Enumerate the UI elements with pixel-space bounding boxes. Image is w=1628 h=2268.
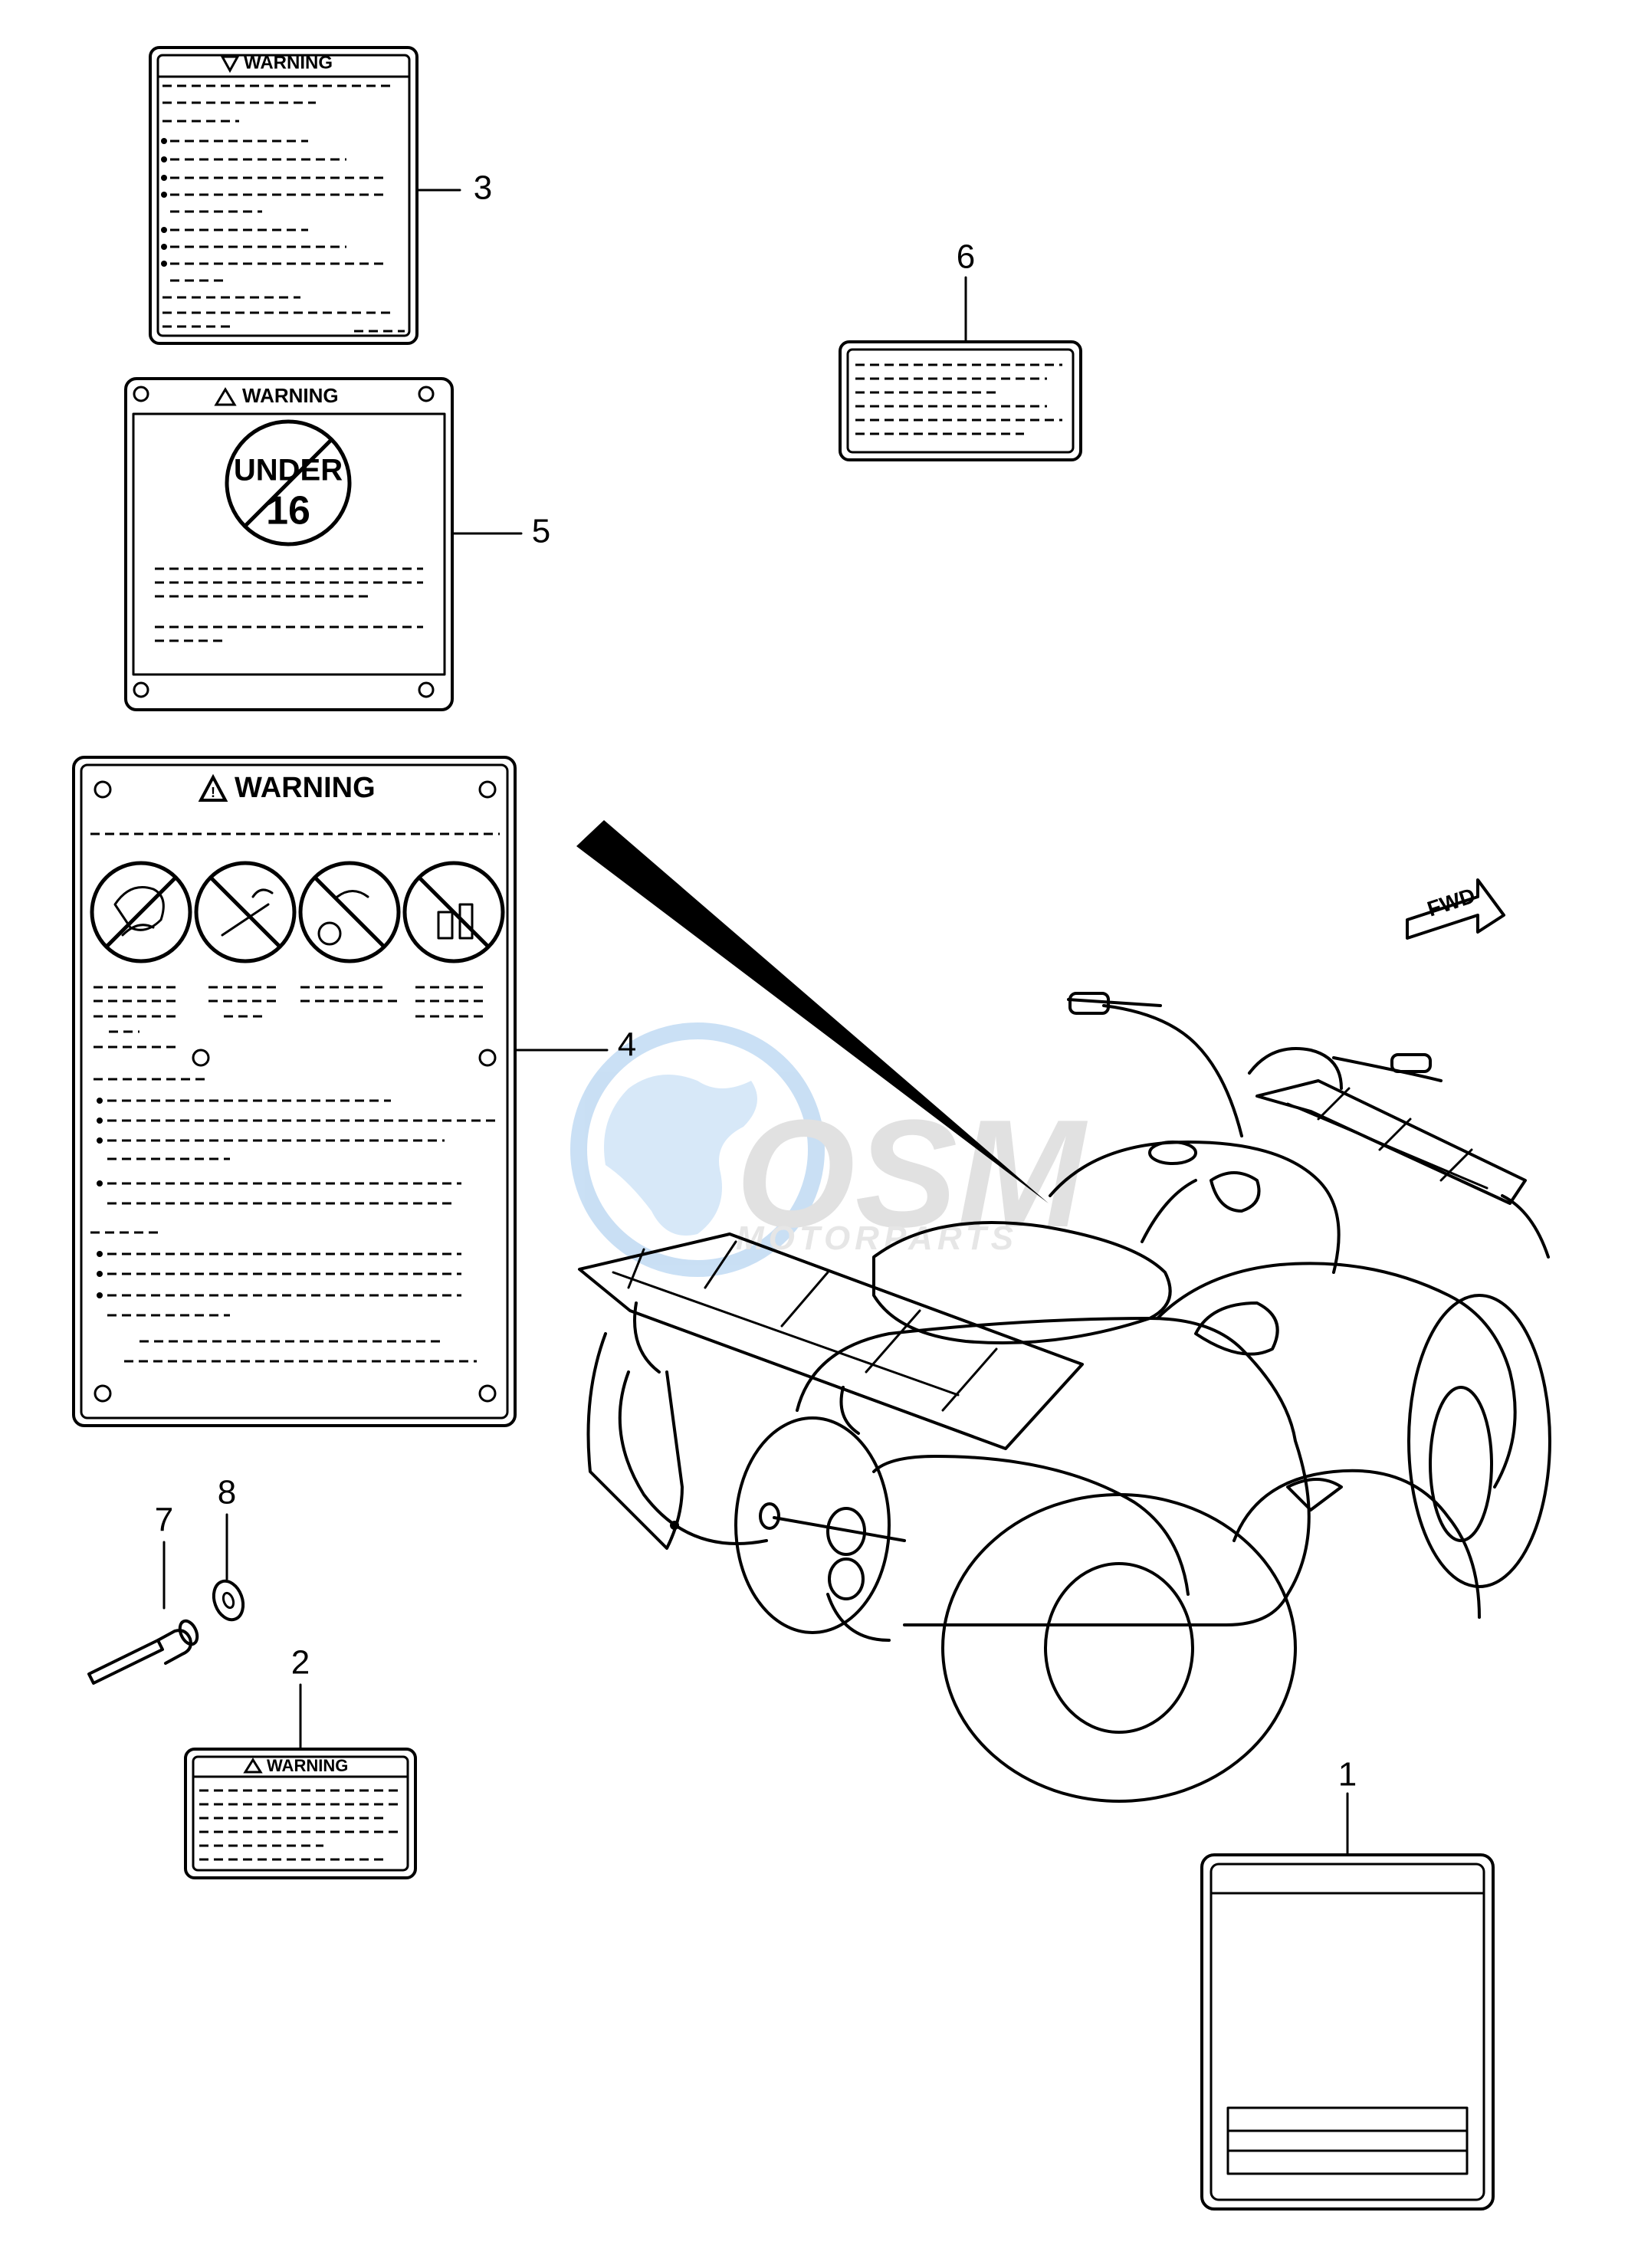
label-5: WARNING UNDER 16 xyxy=(124,377,454,711)
label-4: ! WARNING xyxy=(72,756,517,1427)
svg-text:16: 16 xyxy=(266,489,310,533)
watermark-continents xyxy=(604,1075,757,1236)
label-5-warning: WARNING xyxy=(242,384,339,407)
callout-7: 7 xyxy=(155,1502,173,1539)
warning-triangle-icon xyxy=(214,387,237,406)
callout-6: 6 xyxy=(957,238,975,276)
atv-illustration xyxy=(578,992,1551,1803)
callout-1: 1 xyxy=(1338,1756,1357,1794)
no-water-icon xyxy=(298,861,401,963)
warning-triangle-icon xyxy=(220,55,240,74)
no-passenger-icon xyxy=(90,861,192,963)
warning-triangle-icon xyxy=(198,773,228,802)
washer-part xyxy=(212,1579,245,1622)
warning-triangle-icon xyxy=(243,1758,263,1774)
label-3: WARNING xyxy=(149,46,418,345)
label-4-warning: WARNING xyxy=(235,772,376,804)
fwd-arrow-icon: FWD xyxy=(1406,878,1505,940)
callout-3: 3 xyxy=(474,169,492,207)
watermark-sub: MOTORPARTS xyxy=(736,1219,1018,1257)
fwd-label: FWD xyxy=(1424,884,1478,921)
no-alcohol-icon xyxy=(402,861,505,963)
pointer-wedge xyxy=(576,820,1049,1203)
no-paved-surface-icon xyxy=(194,861,297,963)
watermark: OSM MOTORPARTS xyxy=(570,1022,1088,1277)
label-1 xyxy=(1200,1853,1495,2211)
callout-5: 5 xyxy=(532,513,550,550)
callout-2: 2 xyxy=(291,1644,310,1682)
label-6 xyxy=(839,340,1082,461)
under-16-prohibited-icon: UNDER 16 xyxy=(225,419,352,546)
svg-text:!: ! xyxy=(211,785,215,800)
svg-text:UNDER: UNDER xyxy=(234,454,343,487)
label-2-warning: WARNING xyxy=(267,1756,348,1775)
watermark-brand: OSM xyxy=(736,1088,1088,1259)
label-3-warning: WARNING xyxy=(244,52,333,73)
watermark-globe xyxy=(570,1022,825,1277)
callout-8: 8 xyxy=(218,1474,236,1511)
callout-4: 4 xyxy=(618,1026,636,1064)
rivet-part xyxy=(87,1619,199,1685)
label-2: WARNING xyxy=(184,1748,417,1879)
